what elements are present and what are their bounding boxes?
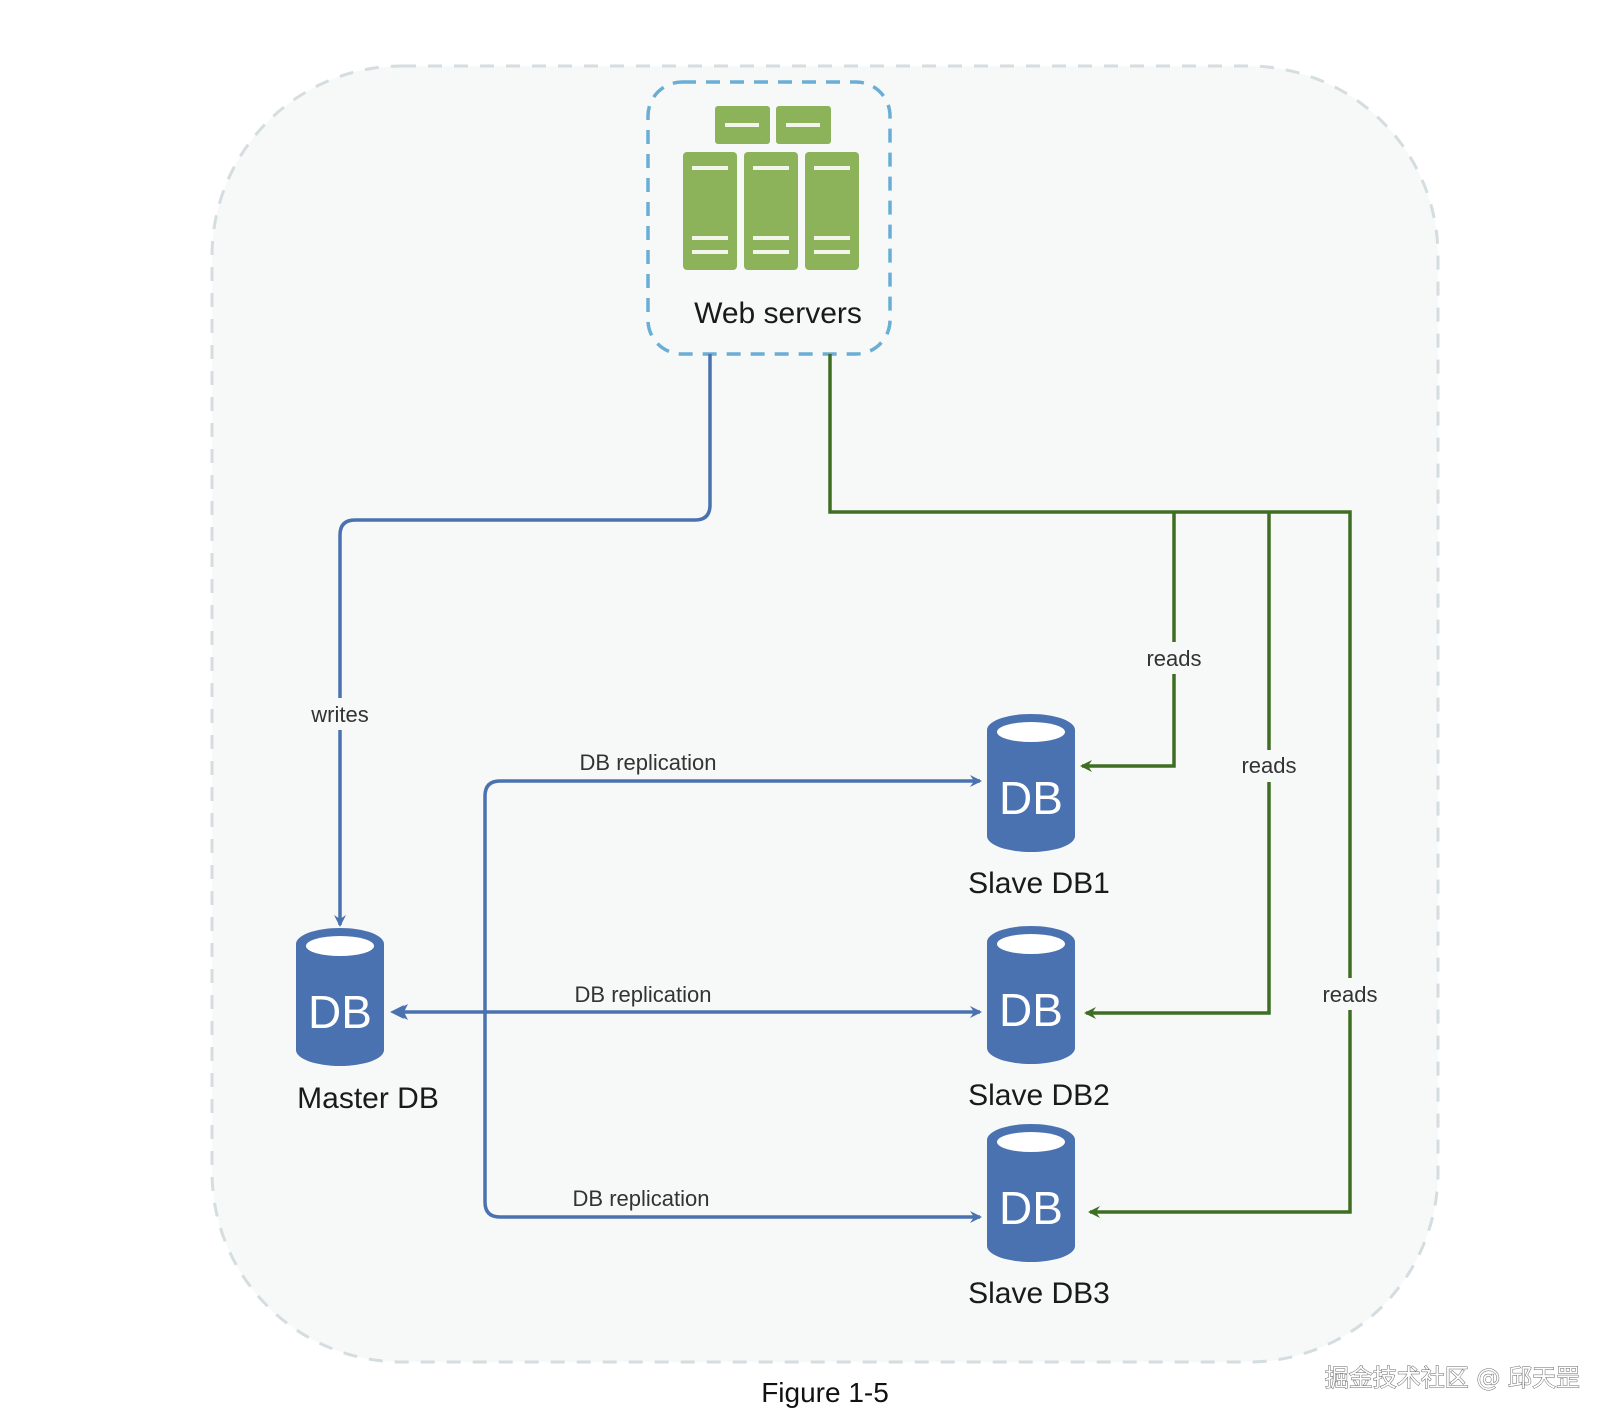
- database-icon: [987, 1124, 1075, 1262]
- database-icon: [987, 714, 1075, 852]
- figure-caption: Figure 1-5: [761, 1377, 889, 1408]
- reads-edge-slave-db1: [1080, 512, 1176, 772]
- db-icon-text: DB: [999, 984, 1063, 1036]
- replication-edge-slave-db1: [483, 775, 982, 1012]
- watermark: 掘金技术社区 @ 邱天罡: [1325, 1364, 1580, 1392]
- master-db-label: Master DB: [297, 1082, 439, 1115]
- replication-label-slave-db1: DB replication: [580, 750, 717, 775]
- writes-label-bg: [302, 698, 378, 730]
- db-icon-text: DB: [308, 986, 372, 1038]
- replication-label-slave-db2: DB replication: [575, 982, 712, 1007]
- database-icon: [987, 926, 1075, 1064]
- database-icon: [296, 928, 384, 1066]
- slave-db2-label: Slave DB2: [968, 1079, 1110, 1112]
- reads-label-slave-db2: reads: [1241, 753, 1296, 778]
- reads-edge-slave-db2: [1084, 512, 1271, 1019]
- master-db-arrowhead: [392, 1004, 408, 1020]
- replication-label-slave-db3: DB replication: [573, 1186, 710, 1211]
- reads-label-bg-1: [1140, 642, 1208, 674]
- system-boundary: [210, 64, 1440, 1364]
- db-icon-text: DB: [999, 772, 1063, 824]
- writes-edge: [334, 354, 712, 927]
- reads-trunk: [828, 354, 1352, 1218]
- reads-label-bg-2: [1235, 750, 1303, 782]
- master-db-node[interactable]: DB Master DB: [296, 928, 439, 1115]
- reads-label-bg-3: [1316, 978, 1384, 1010]
- slave-db2-node[interactable]: DB Slave DB2: [968, 926, 1110, 1112]
- slave-db1-label: Slave DB1: [968, 867, 1110, 900]
- web-servers-node[interactable]: Web servers: [646, 80, 892, 356]
- web-servers-label: Web servers: [694, 297, 862, 330]
- slave-db1-node[interactable]: DB Slave DB1: [968, 714, 1110, 900]
- slave-db3-label: Slave DB3: [968, 1277, 1110, 1310]
- slave-db3-node[interactable]: DB Slave DB3: [968, 1124, 1110, 1310]
- writes-label: writes: [310, 702, 368, 727]
- reads-label-slave-db3: reads: [1322, 982, 1377, 1007]
- db-icon-text: DB: [999, 1182, 1063, 1234]
- reads-label-slave-db1: reads: [1146, 646, 1201, 671]
- server-rack-icon: [683, 106, 859, 270]
- replication-edge-slave-db3: [483, 1012, 982, 1223]
